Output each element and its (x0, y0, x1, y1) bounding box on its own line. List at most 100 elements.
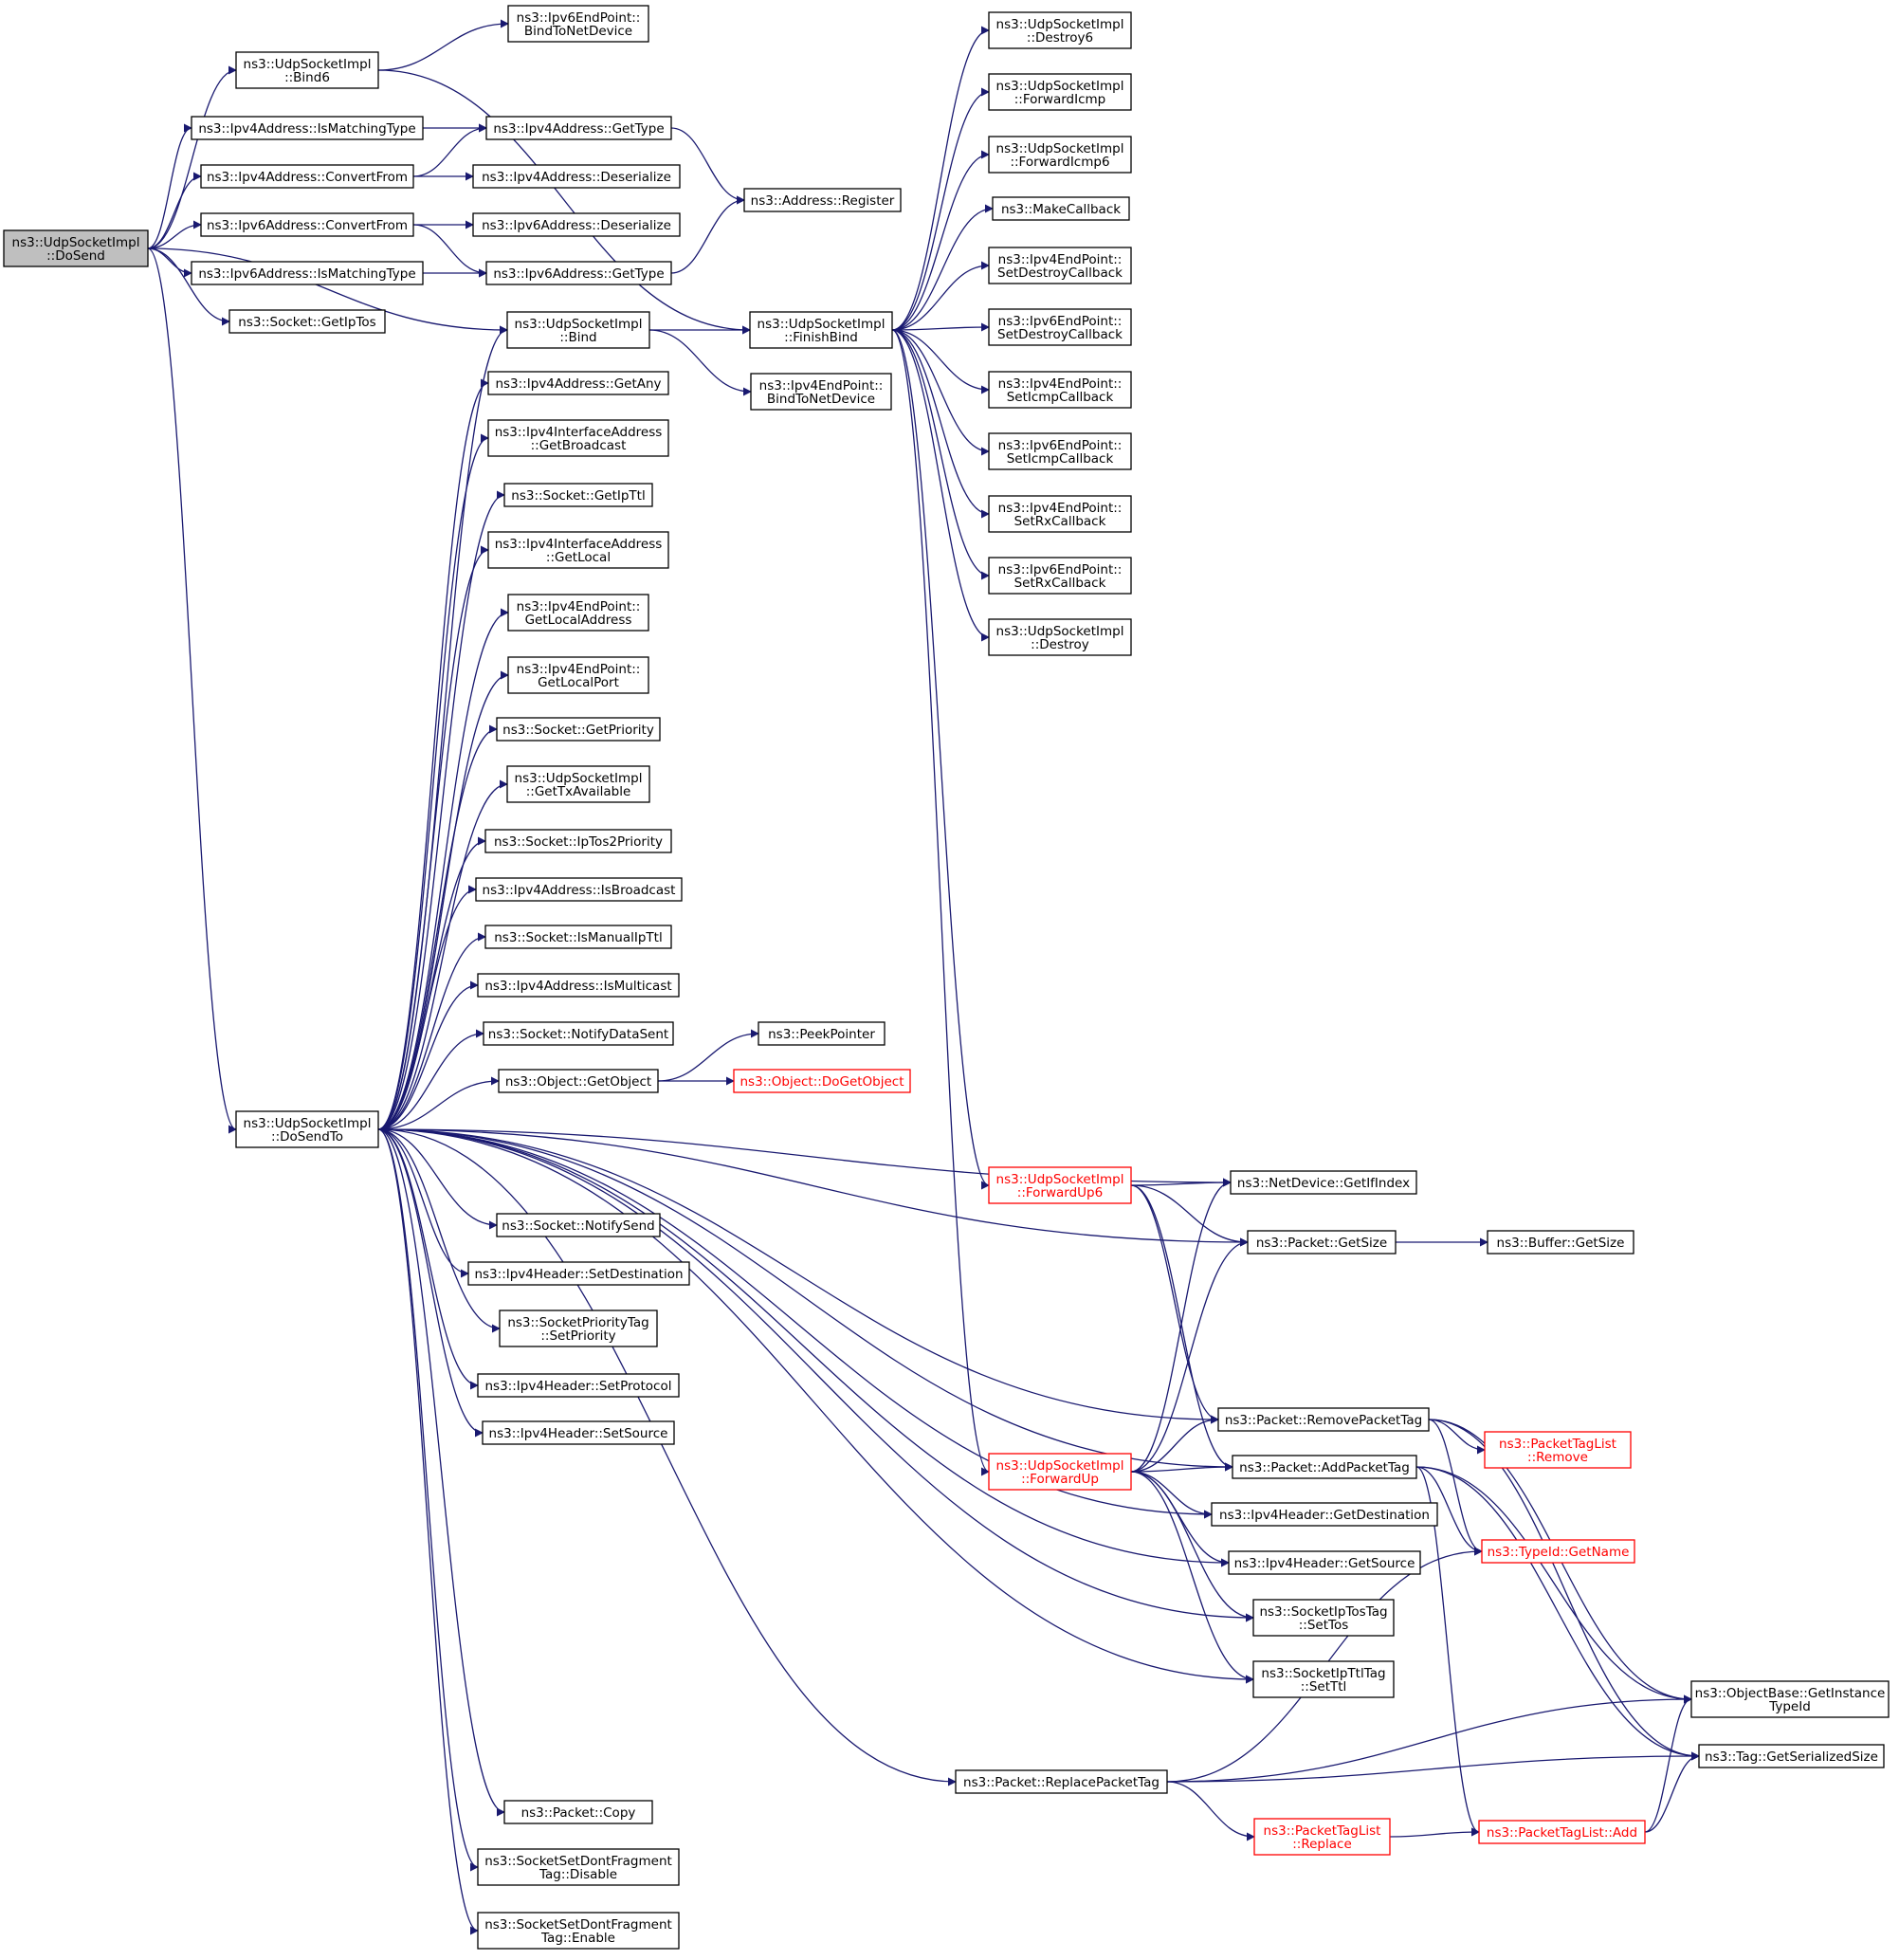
node-socket-get-ip-tos[interactable]: ns3::Socket::GetIpTos (228, 309, 386, 334)
node-ipv4-addr-deserialize[interactable]: ns3::Ipv4Address::Deserialize (472, 164, 681, 189)
node-make-callback[interactable]: ns3::MakeCallback (992, 196, 1130, 221)
node-ipv4-ep-set-icmp-callback[interactable]: ns3::Ipv4EndPoint::SetIcmpCallback (988, 371, 1132, 409)
edge-bind6-to-ipv6-ep-bind-to-net-device (377, 19, 509, 71)
node-ipv4-hdr-set-destination[interactable]: ns3::Ipv4Header::SetDestination (467, 1261, 690, 1286)
node-forward-up[interactable]: ns3::UdpSocketImpl::ForwardUp (988, 1453, 1132, 1491)
node-label: ::Destroy6 (1027, 30, 1093, 46)
node-label: ns3::Buffer::GetSize (1497, 1236, 1625, 1251)
node-destroy[interactable]: ns3::UdpSocketImpl::Destroy (988, 618, 1132, 656)
node-label: ns3::UdpSocketImpl (996, 1172, 1124, 1187)
node-socket-notify-send[interactable]: ns3::Socket::NotifySend (496, 1213, 661, 1237)
node-label: ns3::Ipv4EndPoint:: (517, 662, 641, 677)
node-ipv6-ep-set-destroy-callback[interactable]: ns3::Ipv6EndPoint::SetDestroyCallback (988, 308, 1132, 346)
node-socket-notify-data-sent[interactable]: ns3::Socket::NotifyDataSent (483, 1021, 674, 1046)
node-ipv4-ep-bind-to-net-device[interactable]: ns3::Ipv4EndPoint::BindToNetDevice (750, 373, 892, 411)
node-ipv4-if-addr-get-local[interactable]: ns3::Ipv4InterfaceAddress::GetLocal (487, 531, 669, 569)
node-label: ns3::PacketTagList (1264, 1823, 1381, 1839)
node-do-send[interactable]: ns3::UdpSocketImpl::DoSend (3, 229, 149, 267)
node-box (467, 1261, 690, 1286)
node-packet-remove-packet-tag[interactable]: ns3::Packet::RemovePacketTag (1217, 1407, 1430, 1432)
node-ipv4-addr-get-any[interactable]: ns3::Ipv4Address::GetAny (487, 371, 669, 395)
node-ipv6-ep-set-rx-callback[interactable]: ns3::Ipv6EndPoint::SetRxCallback (988, 557, 1132, 595)
node-socket-get-priority[interactable]: ns3::Socket::GetPriority (496, 717, 661, 742)
node-ipv6-ep-bind-to-net-device[interactable]: ns3::Ipv6EndPoint::BindToNetDevice (507, 5, 649, 43)
node-type-id-get-name[interactable]: ns3::TypeId::GetName (1481, 1539, 1635, 1564)
node-ipv4-ep-get-local-port[interactable]: ns3::Ipv4EndPoint::GetLocalPort (507, 656, 649, 694)
edge-finish-bind-to-make-callback (891, 204, 994, 331)
node-ipv4-addr-is-broadcast[interactable]: ns3::Ipv4Address::IsBroadcast (475, 877, 683, 902)
edge-packet-add-packet-tag-to-tag-get-serialized-size (1415, 1466, 1700, 1761)
node-packet-get-size[interactable]: ns3::Packet::GetSize (1247, 1230, 1397, 1255)
node-label: ns3::PacketTagList::Add (1487, 1825, 1637, 1841)
node-socket-is-manual-ip-ttl[interactable]: ns3::Socket::IsManualIpTtl (484, 925, 672, 949)
node-get-tx-available[interactable]: ns3::UdpSocketImpl::GetTxAvailable (506, 765, 650, 803)
node-packet-tag-list-remove[interactable]: ns3::PacketTagList::Remove (1484, 1431, 1632, 1469)
node-socket-priority-tag-set-priority[interactable]: ns3::SocketPriorityTag::SetPriority (499, 1310, 658, 1347)
edge-packet-replace-packet-tag-to-object-base-get-instance-type-id (1166, 1694, 1692, 1783)
node-ipv4-ep-get-local-address[interactable]: ns3::Ipv4EndPoint::GetLocalAddress (507, 594, 649, 632)
node-forward-up6[interactable]: ns3::UdpSocketImpl::ForwardUp6 (988, 1166, 1132, 1204)
node-label: ns3::UdpSocketImpl (515, 771, 643, 786)
node-label: ns3::UdpSocketImpl (244, 57, 372, 72)
edge-forward-up6-to-packet-remove-packet-tag (1130, 1184, 1219, 1424)
node-ipv6-addr-convert-from[interactable]: ns3::Ipv6Address::ConvertFrom (200, 212, 414, 237)
node-box (485, 261, 672, 285)
node-label: Tag::Enable (540, 1931, 615, 1946)
node-packet-tag-list-add[interactable]: ns3::PacketTagList::Add (1478, 1820, 1646, 1844)
edge-do-send-to-ipv4-addr-is-matching-type (147, 123, 192, 249)
node-ipv4-addr-is-matching-type[interactable]: ns3::Ipv4Address::IsMatchingType (191, 116, 424, 140)
node-ipv4-ep-set-destroy-callback[interactable]: ns3::Ipv4EndPoint::SetDestroyCallback (988, 247, 1132, 284)
node-destroy6[interactable]: ns3::UdpSocketImpl::Destroy6 (988, 11, 1132, 49)
node-label: ns3::Ipv4Address::GetType (493, 121, 664, 137)
node-object-get-object[interactable]: ns3::Object::GetObject (498, 1069, 659, 1093)
node-tag-get-serialized-size[interactable]: ns3::Tag::GetSerializedSize (1698, 1744, 1885, 1768)
node-address-register[interactable]: ns3::Address::Register (743, 188, 902, 212)
node-forward-icmp[interactable]: ns3::UdpSocketImpl::ForwardIcmp (988, 73, 1132, 111)
node-box (988, 11, 1132, 49)
node-buffer-get-size[interactable]: ns3::Buffer::GetSize (1487, 1230, 1634, 1255)
node-peek-pointer[interactable]: ns3::PeekPointer (758, 1021, 886, 1046)
node-ipv6-addr-get-type[interactable]: ns3::Ipv6Address::GetType (485, 261, 672, 285)
node-bind6[interactable]: ns3::UdpSocketImpl::Bind6 (235, 51, 379, 89)
node-ipv4-hdr-get-destination[interactable]: ns3::Ipv4Header::GetDestination (1211, 1502, 1438, 1527)
node-ipv6-ep-set-icmp-callback[interactable]: ns3::Ipv6EndPoint::SetIcmpCallback (988, 432, 1132, 470)
node-box (1217, 1407, 1430, 1432)
node-box (1253, 1818, 1391, 1856)
node-ipv4-hdr-get-source[interactable]: ns3::Ipv4Header::GetSource (1228, 1550, 1421, 1575)
node-ipv6-addr-is-matching-type[interactable]: ns3::Ipv6Address::IsMatchingType (191, 261, 424, 285)
node-label: ::Bind6 (284, 70, 330, 85)
node-packet-replace-packet-tag[interactable]: ns3::Packet::ReplacePacketTag (955, 1769, 1168, 1794)
node-socket-get-ip-ttl[interactable]: ns3::Socket::GetIpTtl (503, 483, 653, 507)
edge-do-send-to-to-packet-get-size (377, 1128, 1249, 1247)
edge-do-send-to-to-ipv4-addr-is-multicast (377, 980, 479, 1130)
node-label: ns3::Ipv4InterfaceAddress (495, 425, 663, 440)
node-ipv4-addr-convert-from[interactable]: ns3::Ipv4Address::ConvertFrom (200, 164, 414, 189)
node-socket-ip-tos-tag-set-tos[interactable]: ns3::SocketIpTosTag::SetTos (1252, 1599, 1395, 1637)
node-label: ::GetLocal (546, 550, 611, 565)
node-ipv4-hdr-set-protocol[interactable]: ns3::Ipv4Header::SetProtocol (477, 1373, 680, 1398)
node-socket-ip-ttl-tag-set-ttl[interactable]: ns3::SocketIpTtlTag::SetTtl (1252, 1660, 1395, 1698)
node-ipv4-addr-is-multicast[interactable]: ns3::Ipv4Address::IsMulticast (477, 973, 680, 998)
edge-forward-up6-to-packet-add-packet-tag (1130, 1184, 1233, 1472)
node-object-do-get-object[interactable]: ns3::Object::DoGetObject (733, 1069, 911, 1093)
node-forward-icmp6[interactable]: ns3::UdpSocketImpl::ForwardIcmp6 (988, 136, 1132, 174)
node-net-device-get-if-index[interactable]: ns3::NetDevice::GetIfIndex (1230, 1170, 1417, 1195)
node-label: SetRxCallback (1014, 576, 1106, 591)
node-box (477, 973, 680, 998)
node-ipv4-if-addr-get-broadcast[interactable]: ns3::Ipv4InterfaceAddress::GetBroadcast (487, 419, 669, 457)
node-finish-bind[interactable]: ns3::UdpSocketImpl::FinishBind (749, 311, 893, 349)
edge-finish-bind-to-forward-up (891, 329, 990, 1476)
node-ipv4-ep-set-rx-callback[interactable]: ns3::Ipv4EndPoint::SetRxCallback (988, 495, 1132, 533)
node-ipv4-addr-get-type[interactable]: ns3::Ipv4Address::GetType (485, 116, 672, 140)
node-packet-tag-list-replace[interactable]: ns3::PacketTagList::Replace (1253, 1818, 1391, 1856)
node-socket-ip-tos2-priority[interactable]: ns3::Socket::IpTos2Priority (484, 829, 672, 853)
node-ipv6-addr-deserialize[interactable]: ns3::Ipv6Address::Deserialize (472, 212, 681, 237)
node-packet-add-packet-tag[interactable]: ns3::Packet::AddPacketTag (1232, 1455, 1417, 1479)
node-bind[interactable]: ns3::UdpSocketImpl::Bind (506, 311, 650, 349)
node-packet-copy[interactable]: ns3::Packet::Copy (503, 1800, 653, 1824)
node-ipv4-hdr-set-source[interactable]: ns3::Ipv4Header::SetSource (482, 1420, 675, 1445)
node-do-send-to[interactable]: ns3::UdpSocketImpl::DoSendTo (235, 1110, 379, 1148)
